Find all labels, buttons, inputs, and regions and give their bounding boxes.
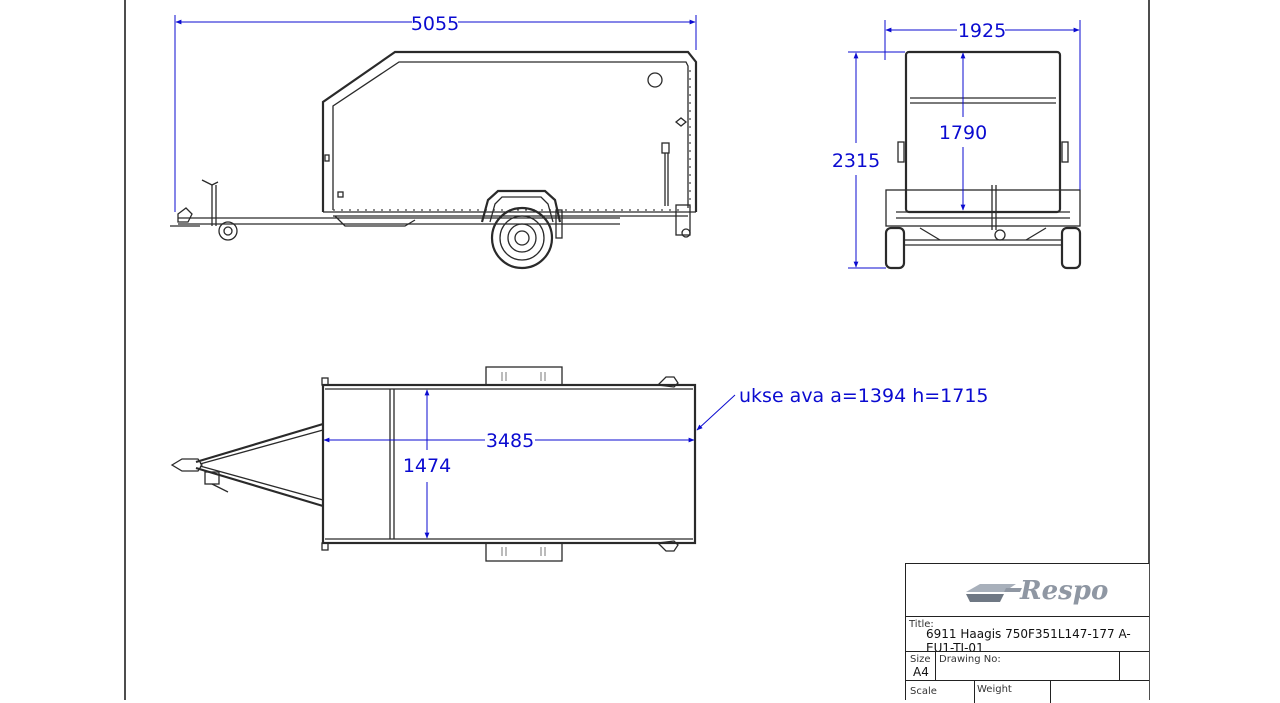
title-row: Title: 6911 Haagis 750F351L147-177 A-EU1… (906, 616, 1149, 655)
dimension-top-width: 1474 (403, 389, 451, 539)
dimension-top-length: 3485 (323, 430, 695, 452)
respo-logo-text: Respo (1020, 576, 1109, 606)
scale-label: Scale (910, 686, 937, 697)
title-block: Respo Title: 6911 Haagis 750F351L147-177… (905, 563, 1149, 703)
drawing-no-label: Drawing No: (939, 654, 1001, 665)
dimension-front-width: 1925 (884, 20, 1081, 190)
front-view (884, 50, 1082, 270)
size-row: Size A4 Drawing No: (906, 651, 1149, 681)
dimension-front-inner-height: 1790 (939, 52, 987, 211)
dimension-front-total-height: 2315 (832, 51, 905, 269)
door-opening-callout: ukse ava a=1394 h=1715 (696, 385, 989, 431)
title-label: Title: (909, 619, 934, 630)
scale-row: Scale Weight (906, 680, 1149, 703)
dim-2315-label: 2315 (832, 150, 880, 172)
sheet-border (124, 0, 1150, 700)
weight-label: Weight (977, 684, 1012, 695)
dimension-side-length: 5055 (174, 13, 697, 212)
size-label: Size (910, 654, 931, 665)
dim-3485-label: 3485 (486, 430, 534, 452)
door-opening-note: ukse ava a=1394 h=1715 (739, 385, 989, 407)
side-view (170, 50, 698, 270)
dim-5055-label: 5055 (411, 13, 459, 35)
size-value: A4 (913, 665, 929, 679)
respo-logo-mark (966, 584, 1022, 602)
top-view (170, 366, 697, 562)
dim-1925-label: 1925 (958, 20, 1006, 42)
dim-1790-label: 1790 (939, 122, 987, 144)
dim-1474-label: 1474 (403, 455, 451, 477)
